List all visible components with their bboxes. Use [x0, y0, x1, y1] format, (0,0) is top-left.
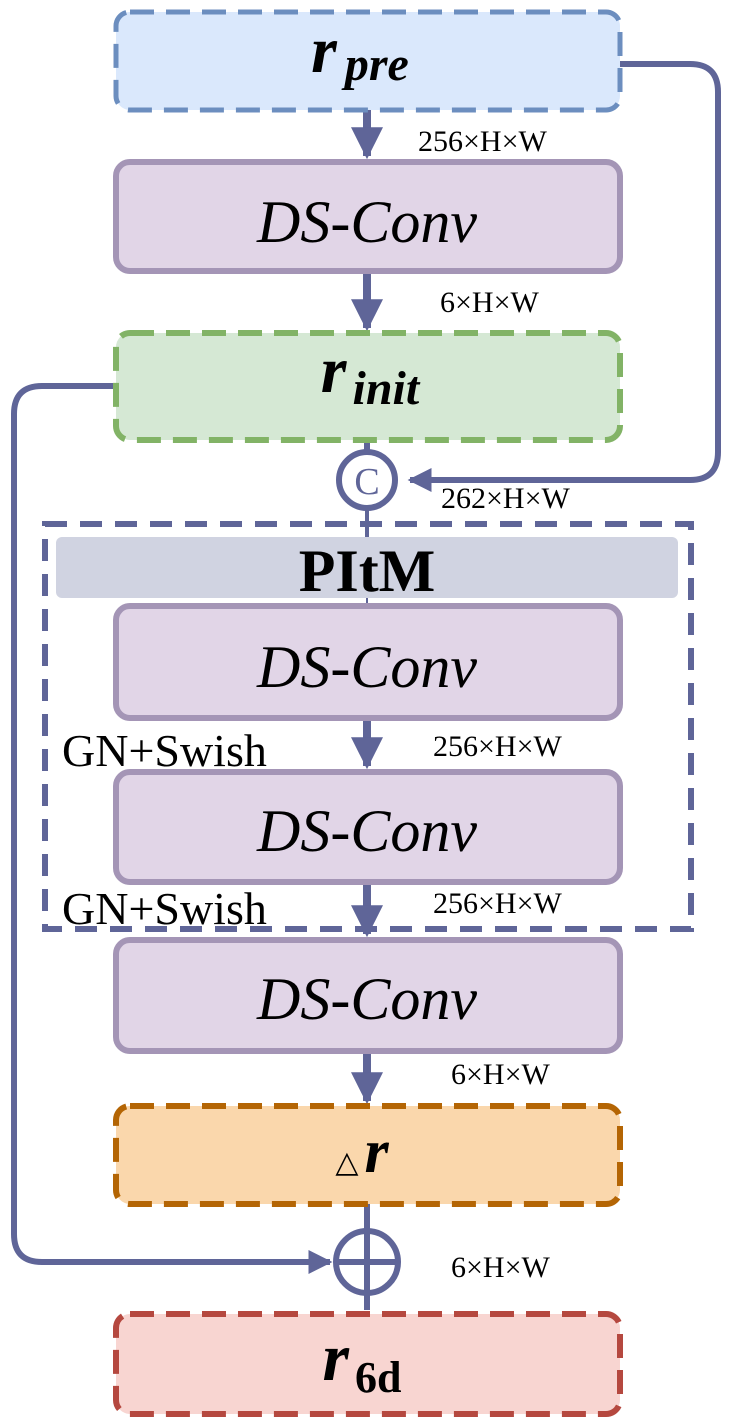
- pitm-label: PItM: [299, 538, 436, 604]
- delta-r-symbol: r: [364, 1118, 389, 1186]
- ds-conv-block-1: [113, 159, 623, 274]
- concat-node: [336, 449, 398, 511]
- dim-label-3: 262×H×W: [441, 482, 571, 515]
- dim-label-1: 256×H×W: [418, 125, 548, 158]
- r-pre-subscript: pre: [341, 38, 409, 91]
- ds-conv-label-2: DS-Conv: [256, 634, 477, 700]
- dim-label-4: 256×H×W: [433, 730, 563, 763]
- ds-conv-label-4: DS-Conv: [256, 966, 477, 1032]
- r-6d-node: [113, 1311, 623, 1417]
- dim-label-2: 6×H×W: [440, 286, 540, 319]
- dim-label-7: 6×H×W: [451, 1251, 551, 1284]
- r-pre-symbol: r: [311, 14, 338, 87]
- arrow-skip-init-to-add: [11, 383, 333, 1274]
- r-init-subscript: init: [352, 362, 420, 415]
- r-pre-node: [113, 9, 623, 113]
- r-6d-subscript-text: 6d: [355, 1353, 401, 1402]
- dim-label-5: 256×H×W: [433, 887, 563, 920]
- ds-conv-block-2: [113, 603, 623, 721]
- ds-conv-label-1: DS-Conv: [256, 189, 477, 255]
- ds-conv-block-3: [113, 769, 623, 885]
- r-6d-subscript: 6d: [355, 1353, 401, 1402]
- dim-label-6: 6×H×W: [451, 1058, 551, 1091]
- r-init-symbol: r: [321, 334, 348, 407]
- delta-icon: △: [335, 1146, 358, 1179]
- concat-label: C: [354, 461, 379, 503]
- pitm-header: [56, 537, 678, 598]
- delta-r-node: [113, 1103, 623, 1207]
- delta-r-label: △r: [335, 1118, 389, 1186]
- r-init-node: [113, 330, 623, 443]
- ds-conv-block-4: [113, 937, 623, 1054]
- activation-label-2: GN+Swish: [62, 883, 267, 934]
- pitm-region: [42, 521, 694, 932]
- ds-conv-label-3: DS-Conv: [256, 798, 477, 864]
- arrow-skip-pre-to-concat: [407, 61, 721, 492]
- activation-label-1: GN+Swish: [62, 725, 267, 776]
- r-6d-symbol: r: [323, 1319, 350, 1395]
